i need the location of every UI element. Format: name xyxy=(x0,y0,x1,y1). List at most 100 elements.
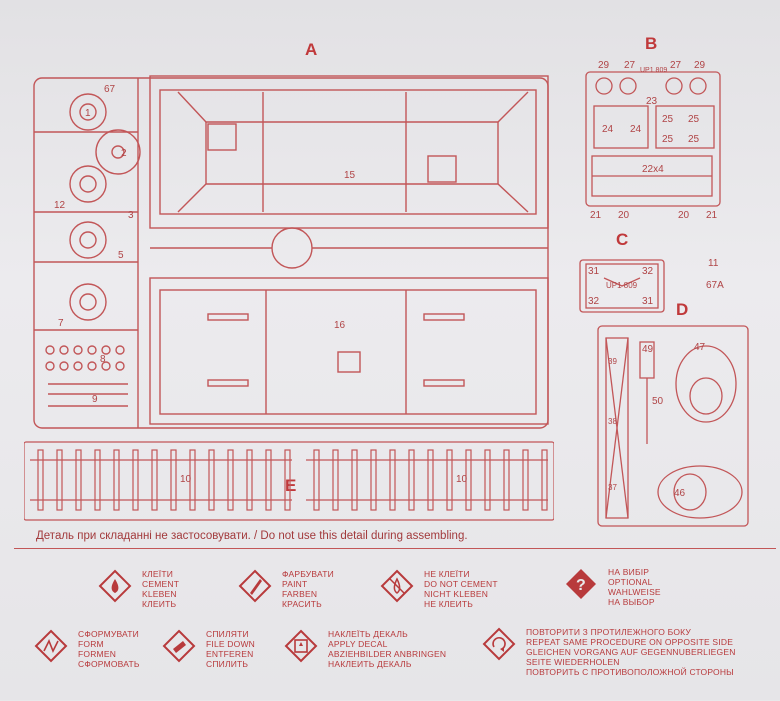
part-20-label: 20 xyxy=(618,210,630,220)
legend-optional-line-3: НА ВЫБОР xyxy=(608,597,655,607)
rail-right-label: 10 xyxy=(456,474,468,485)
legend-paint-line-3: КРАСИТЬ xyxy=(282,599,322,609)
legend-paint-line-2: FARBEN xyxy=(282,589,318,599)
legend-paint-line-0: ФАРБУВАТИ xyxy=(282,569,334,579)
legend-form-line-1: FORM xyxy=(78,639,104,649)
legend-no-cement-line-1: DO NOT CEMENT xyxy=(424,579,498,589)
part-9-label: 9 xyxy=(92,394,98,405)
part-39-label: 39 xyxy=(608,357,617,366)
legend-decal-line-2: ABZIEHBILDER ANBRINGEN xyxy=(328,649,447,659)
legend-optional-line-1: OPTIONAL xyxy=(608,577,653,587)
legend-repeat-line-4: ПОВТОРИТЬ С ПРОТИВОПОЛОЖНОЙ СТОРОНЫ xyxy=(526,667,734,677)
legend-repeat-line-0: ПОВТОРИТИ З ПРОТИЛЕЖНОГО БОКУ xyxy=(526,627,691,637)
part-46-label: 46 xyxy=(674,488,686,499)
sprue-letter-e: E xyxy=(285,476,297,495)
legend-no-cement-line-0: НЕ КЛЕЇТИ xyxy=(424,569,470,579)
rail-left-label: 10 xyxy=(180,474,192,485)
rail-sleeper xyxy=(284,449,291,511)
part-49-label: 49 xyxy=(642,344,654,355)
repeat-icon xyxy=(482,627,516,661)
do-not-use-note: Деталь при складанні не застосовувати. /… xyxy=(36,530,468,542)
paint-brush-icon xyxy=(238,569,272,603)
part-21-label: 21 xyxy=(590,210,602,220)
part-20b-label: 20 xyxy=(678,210,690,220)
rail-sleeper xyxy=(503,449,510,511)
legend-paint-line-1: PAINT xyxy=(282,579,308,589)
decal-c-text: UP1 809 xyxy=(606,281,638,290)
part-25b-label: 25 xyxy=(688,114,700,125)
legend-repeat-line-3: SEITE WIEDERHOLEN xyxy=(526,657,620,667)
sprue-letter-d: D xyxy=(676,300,689,319)
sprue-a-drawing: 15 16 67 1 2 3 5 7 8 9 12 xyxy=(33,75,549,429)
part-31b-label: 31 xyxy=(642,296,654,307)
part-7-label: 7 xyxy=(58,318,64,329)
legend-form-line-0: СФОРМУВАТИ xyxy=(78,629,139,639)
rail-sleeper xyxy=(522,449,529,511)
sprue-letter-b: B xyxy=(645,34,658,53)
legend-cement-line-2: KLEBEN xyxy=(142,589,177,599)
part-27b-label: 27 xyxy=(670,60,682,71)
part-5-label: 5 xyxy=(118,250,124,261)
sprue-d-drawing: 49 47 50 46 39 38 37 xyxy=(597,325,749,527)
rail-sleeper xyxy=(246,449,253,511)
legend-form-line-3: СФОРМОВАТЬ xyxy=(78,659,140,669)
legend-decal-line-0: НАКЛЕЇТЬ ДЕКАЛЬ xyxy=(328,629,408,639)
rail-sleeper xyxy=(332,449,339,511)
part-29-label: 29 xyxy=(598,60,610,71)
legend-repeat-line-1: REPEAT SAME PROCEDURE ON OPPOSITE SIDE xyxy=(526,637,734,647)
legend-optional-line-2: WAHLWEISE xyxy=(608,587,661,597)
rail-sleeper xyxy=(94,449,101,511)
rail-sleeper xyxy=(313,449,320,511)
part-50-label: 50 xyxy=(652,396,664,407)
rail-sleeper xyxy=(465,449,472,511)
part-67-label: 67 xyxy=(104,84,116,95)
rail-sleeper xyxy=(370,449,377,511)
sprue-letter-c: C xyxy=(616,230,629,249)
legend-file-line-0: СПИЛЯТИ xyxy=(206,629,249,639)
rail-sleeper xyxy=(151,449,158,511)
rail-sleeper xyxy=(408,449,415,511)
svg-text:?: ? xyxy=(576,577,586,594)
part-21b-label: 21 xyxy=(706,210,718,220)
legend-file-line-3: СПИЛИТЬ xyxy=(206,659,249,669)
part-32-label: 32 xyxy=(642,266,654,277)
sprue-b-drawing: 29 27 27 29 UP1 809 23 24 24 25 25 25 25… xyxy=(585,60,721,220)
part-23-label: 23 xyxy=(646,96,658,107)
question-mark-icon: ? xyxy=(564,567,598,601)
part-67a-label: 67A xyxy=(706,280,724,291)
decal-icon xyxy=(284,629,318,663)
legend-no-cement-line-2: NICHT KLEBEN xyxy=(424,589,489,599)
part-12-label: 12 xyxy=(54,200,66,211)
rail-sleeper xyxy=(541,449,548,511)
part-24-label: 24 xyxy=(602,124,614,135)
part-3-label: 3 xyxy=(128,210,134,221)
part-32b-label: 32 xyxy=(588,296,600,307)
legend-decal-line-1: APPLY DECAL xyxy=(328,639,388,649)
cement-icon xyxy=(98,569,132,603)
part-22x4-label: 22x4 xyxy=(642,164,664,175)
sprue-c-drawing: 31 32 32 31 UP1 809 xyxy=(579,259,665,313)
rail-sleeper xyxy=(484,449,491,511)
rail-sleeper xyxy=(351,449,358,511)
rail-sleeper xyxy=(227,449,234,511)
part-37-label: 37 xyxy=(608,483,617,492)
rails-drawing: 10 10 xyxy=(24,441,554,521)
rail-sleeper xyxy=(446,449,453,511)
rail-sleeper xyxy=(37,449,44,511)
part-47-label: 47 xyxy=(694,342,706,353)
